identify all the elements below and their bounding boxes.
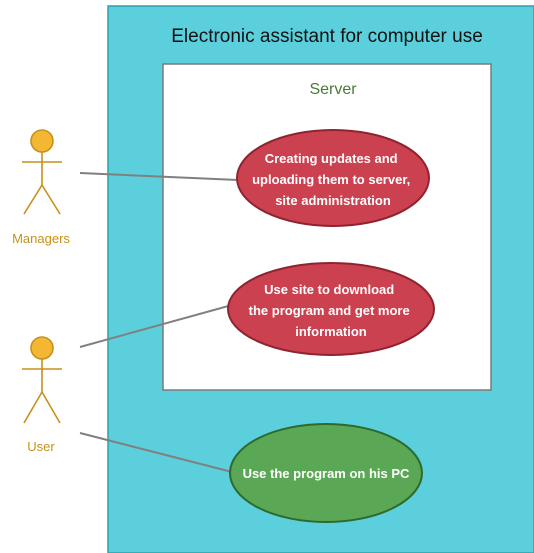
connector-user-site: [79, 304, 233, 348]
use-case-text-line: information: [295, 324, 367, 339]
actor-label-managers: Managers: [12, 231, 70, 246]
use-case-text-line: Creating updates and: [265, 151, 398, 166]
system-title: Electronic assistant for computer use: [171, 26, 483, 47]
use-case-text-line: the program and get more: [249, 303, 410, 318]
svg-text:Use the program on his PC: Use the program on his PC: [243, 466, 410, 481]
use-case-text-line: uploading them to server,: [252, 172, 410, 187]
use-case-download: Use site to download the program and get…: [227, 262, 435, 356]
actor-head: [30, 129, 54, 153]
connector-user-program: [79, 432, 233, 473]
svg-text:Use site to download the: Use site to download the program and get…: [249, 282, 414, 339]
use-case-ellipse: [227, 262, 435, 356]
use-case-text-line: site administration: [275, 193, 391, 208]
svg-text:Creating updates and upl: Creating updates and uploading them to s…: [252, 151, 414, 208]
use-case-creating-updates: Creating updates and uploading them to s…: [236, 129, 430, 227]
actor-head: [30, 336, 54, 360]
use-case-ellipse: [229, 423, 423, 523]
use-case-use-program: Use the program on his PC: [229, 423, 423, 523]
server-title: Server: [309, 81, 357, 98]
actor-user: [22, 336, 62, 424]
connector-managers-updates: [79, 172, 239, 181]
actor-managers: [22, 129, 62, 215]
actor-label-user: User: [27, 439, 55, 454]
use-case-text-line: Use site to download: [264, 282, 394, 297]
use-case-text-line: Use the program on his PC: [243, 466, 410, 481]
use-case-ellipse: [236, 129, 430, 227]
